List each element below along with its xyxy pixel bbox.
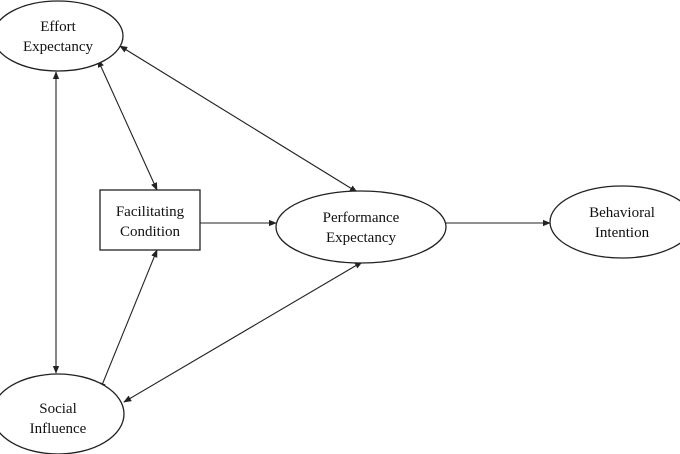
behavioral-intention-ellipse: [549, 185, 680, 259]
node-facilitating-condition: Facilitating Condition: [99, 189, 201, 251]
social-influence-label-line2: Influence: [30, 421, 87, 437]
edge-effort-facilitating: [97, 59, 158, 191]
performance-expectancy-ellipse: [275, 190, 447, 264]
facilitating-condition-box: [99, 189, 201, 251]
performance-expectancy-label-line1: Performance: [323, 210, 400, 226]
node-social-influence: Social Influence: [0, 373, 125, 454]
edge-performance-social: [123, 261, 363, 403]
performance-expectancy-label-line2: Expectancy: [326, 230, 396, 246]
social-influence-label-line1: Social: [39, 401, 77, 417]
effort-expectancy-label-line1: Effort: [40, 19, 76, 35]
node-behavioral-intention: Behavioral Intention: [549, 185, 680, 259]
effort-expectancy-ellipse: [0, 0, 124, 72]
edges: [52, 45, 551, 403]
facilitating-condition-label-line1: Facilitating: [116, 204, 185, 220]
facilitating-condition-label-line2: Condition: [120, 224, 181, 240]
edge-facilitating-social: [99, 249, 158, 391]
behavioral-intention-label-line1: Behavioral: [589, 205, 655, 221]
node-effort-expectancy: Effort Expectancy: [0, 0, 124, 72]
node-performance-expectancy: Performance Expectancy: [275, 190, 447, 264]
edge-effort-performance: [119, 45, 358, 193]
effort-expectancy-label-line2: Expectancy: [23, 39, 93, 55]
behavioral-intention-label-line2: Intention: [595, 225, 650, 241]
social-influence-ellipse: [0, 373, 125, 454]
